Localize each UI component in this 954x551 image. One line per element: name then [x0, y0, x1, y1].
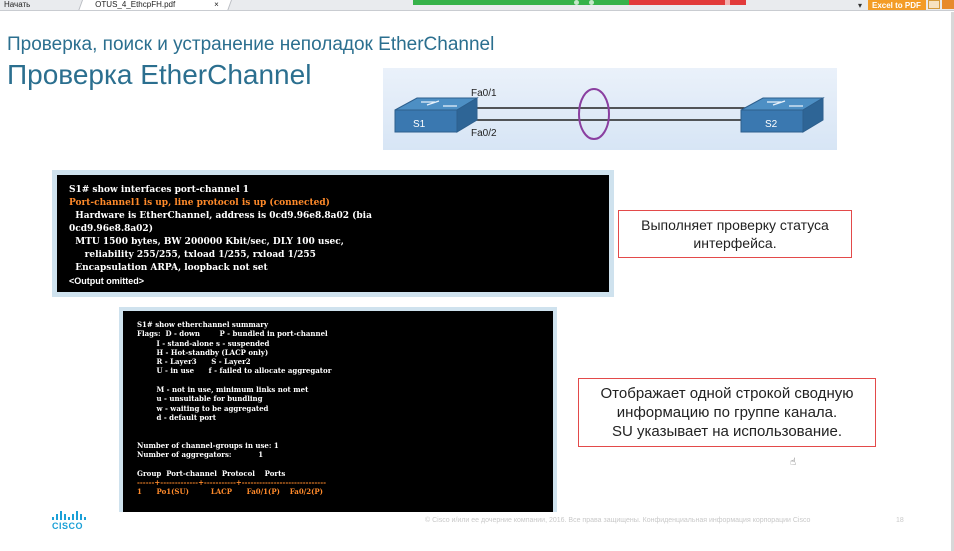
footer-copyright: © Cisco и/или ее дочерние компании, 2016…: [425, 517, 811, 524]
terminal-output-line: ​: [137, 459, 539, 468]
terminal-output-line: ​: [137, 432, 539, 441]
footer-page-number: 18: [896, 517, 904, 524]
switch-s1-icon: [394, 97, 479, 133]
terminal-summary-row: 1 Po1(SU) LACP Fa0/1(P) Fa0/2(P): [137, 487, 323, 497]
terminal-output-line: Flags: D - down P - bundled in port-chan…: [137, 329, 328, 339]
terminal-output-line: Number of channel-groups in use: 1: [137, 440, 279, 450]
terminal-output-line: H - Hot-standby (LACP only): [137, 347, 269, 357]
port-label-fa0-1: Fa0/1: [471, 88, 497, 99]
cisco-logo: CISCO: [50, 510, 90, 532]
terminal-output-line: reliability 255/255, txload 1/255, rxloa…: [69, 250, 316, 260]
export-icon[interactable]: [942, 0, 954, 9]
switch-s2-icon: [740, 97, 825, 133]
topology-svg: S1 S2 Fa0/1 Fa0/2: [394, 88, 825, 140]
terminal-output-line: u - unsuitable for bundling: [137, 394, 263, 404]
tab-pdf-file[interactable]: OTUS_4_EthcpFH.pdf ×: [77, 0, 233, 10]
terminal-output-line: Hardware is EtherChannel, address is 0cd…: [69, 211, 372, 221]
marker-icon: [725, 0, 730, 5]
terminal-output-line: Encapsulation ARPA, loopback not set: [69, 263, 268, 273]
terminal-output-line: w - waiting to be aggregated: [137, 403, 269, 413]
close-tab-icon[interactable]: ×: [214, 0, 220, 9]
etherchannel-bundle-icon: [578, 88, 610, 140]
topology-diagram: S1 S2 Fa0/1 Fa0/2: [383, 68, 837, 150]
terminal-output-line: Group Port-channel Protocol Ports: [137, 468, 286, 478]
terminal-output-line: M - not in use, minimum links not met: [137, 385, 309, 395]
callout-line: Отображает одной строкой сводную: [600, 385, 854, 402]
terminal-output-line: ------+-------------+-----------+-------…: [137, 478, 327, 488]
terminal-output-line: U - in use f - failed to allocate aggreg…: [137, 366, 332, 376]
terminal-output-line: I - stand-alone s - suspended: [137, 338, 270, 348]
callout-line: интерфейса.: [693, 235, 777, 251]
dropdown-arrow-icon[interactable]: ▾: [858, 1, 863, 10]
status-dot-icon: [574, 0, 579, 5]
notification-bar-green[interactable]: [413, 0, 629, 5]
callout-line: Выполняет проверку статуса: [641, 217, 829, 233]
callout-status-check: Выполняет проверку статуса интерфейса.: [618, 210, 852, 258]
tab-home[interactable]: Начать: [4, 0, 31, 9]
tab-pdf-file-label: OTUS_4_EthcpFH.pdf: [95, 0, 176, 9]
hand-cursor-icon: ☝: [790, 457, 797, 468]
terminal-show-interfaces: S1# show interfaces port-channel 1 Port-c…: [57, 175, 609, 292]
callout-summary-info: Отображает одной строкой сводную информа…: [578, 378, 876, 447]
terminal-output-line: MTU 1500 bytes, BW 200000 Kbit/sec, DLY …: [69, 237, 344, 247]
notification-bar-red[interactable]: [629, 0, 746, 5]
terminal-output-line: ​: [137, 422, 539, 431]
terminal-output-line: R - Layer3 S - Layer2: [137, 357, 251, 367]
slide-title: Проверка EtherChannel: [7, 59, 312, 90]
cisco-wordmark: CISCO: [52, 521, 84, 531]
slide-subtitle: Проверка, поиск и устранение неполадок E…: [7, 34, 495, 55]
terminal-status-line: Port-channel1 is up, line protocol is up…: [69, 198, 330, 208]
tab-bar: Начать OTUS_4_EthcpFH.pdf × ▾ Excel to P…: [0, 0, 954, 11]
switch-s1-label: S1: [413, 119, 426, 130]
document-icon[interactable]: [928, 0, 940, 9]
callout-line: информацию по группе канала.: [616, 404, 838, 421]
terminal-output-line: ​: [137, 376, 539, 385]
terminal-output-line: Number of aggregators: 1: [137, 450, 264, 460]
excel-to-pdf-button[interactable]: Excel to PDF: [868, 0, 926, 10]
callout-line: SU указывает на использование.: [612, 423, 842, 440]
page-edge: [951, 12, 954, 551]
port-label-fa0-2: Fa0/2: [471, 128, 497, 139]
terminal-output-line: 0cd9.96e8.8a02): [69, 224, 153, 234]
terminal-omitted-note: <Output omitted>: [69, 276, 144, 286]
terminal-interfaces-frame: S1# show interfaces port-channel 1 Port-c…: [52, 170, 614, 297]
terminal-command-line: S1# show interfaces port-channel 1: [69, 185, 250, 195]
terminal-output-line: S1# show etherchannel summary: [137, 320, 269, 329]
switch-s2-label: S2: [765, 119, 778, 130]
terminal-output-line: d - default port: [137, 412, 216, 422]
status-dot-icon: [589, 0, 594, 5]
